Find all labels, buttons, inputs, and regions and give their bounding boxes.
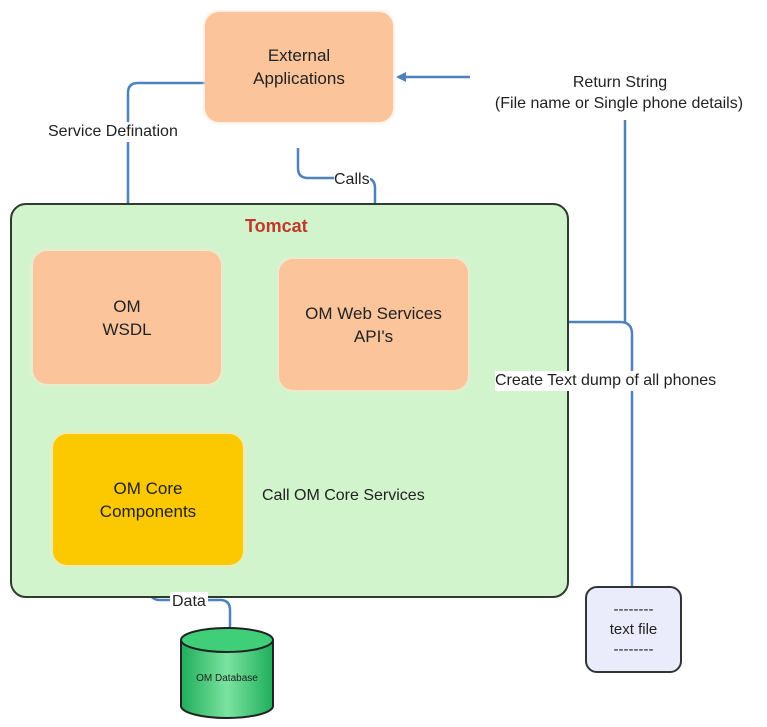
return-string-label-line1: Return String <box>530 73 710 93</box>
external-applications-line2: Applications <box>253 69 345 88</box>
om-web-services-line2: API's <box>353 326 394 346</box>
external-applications-node: External Applications <box>205 12 393 122</box>
calls-label: Calls <box>334 170 370 190</box>
text-file-top-dashes: -------- <box>613 600 654 618</box>
om-wsdl-line2: WSDL <box>102 319 152 339</box>
om-core-line2: Components <box>99 501 197 521</box>
create-text-dump-connector <box>470 320 634 586</box>
call-om-core-services-label: Call OM Core Services <box>262 486 425 506</box>
data-label: Data <box>170 592 208 612</box>
om-web-services-line1: OM Web Services <box>305 303 442 323</box>
om-core-components-node: OM Core Components <box>53 434 243 565</box>
return-string-label-line2: (File name or Single phone details) <box>472 94 766 114</box>
text-file-bottom-dashes: -------- <box>613 640 654 658</box>
tomcat-title: Tomcat <box>245 216 308 236</box>
om-database-cylinder <box>180 627 274 719</box>
om-core-line1: OM Core <box>113 478 183 498</box>
text-file-label: text file <box>609 620 658 638</box>
service-definition-label: Service Defination <box>48 122 178 142</box>
om-wsdl-line1: OM <box>113 296 141 316</box>
text-file-node: -------- text file -------- <box>585 586 682 673</box>
create-text-dump-label: Create Text dump of all phones <box>495 371 717 391</box>
om-database-label: OM Database <box>196 673 258 684</box>
om-web-services-api-node: OM Web Services API's <box>279 259 468 390</box>
service-definition-connector <box>123 81 205 251</box>
external-applications-line1: External <box>267 46 331 65</box>
om-wsdl-node: OM WSDL <box>33 251 221 384</box>
